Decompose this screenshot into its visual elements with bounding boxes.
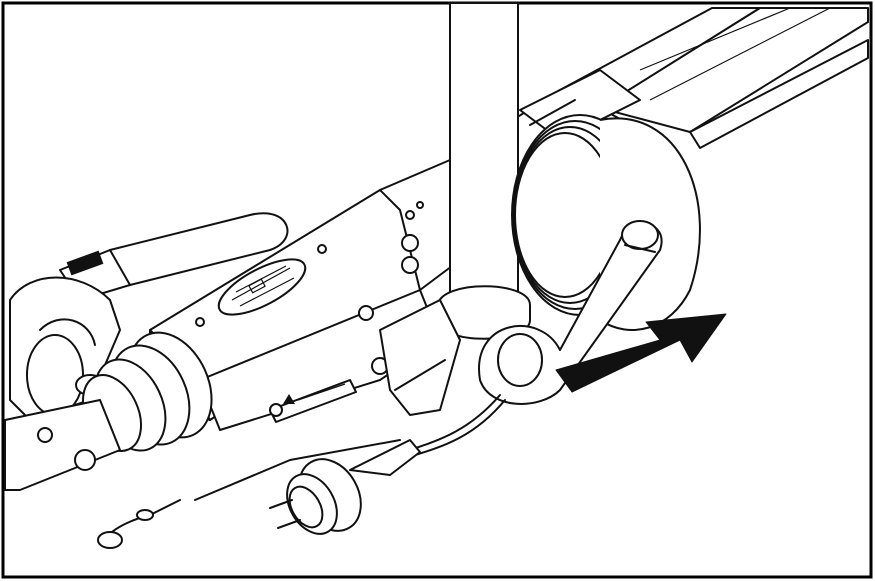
warning-label — [269, 379, 357, 423]
crank-arm — [478, 220, 663, 405]
power-plug — [269, 439, 421, 535]
coupling-handle — [59, 212, 289, 301]
bellows — [81, 331, 213, 452]
safety-cable — [97, 499, 181, 549]
mounting-bolts — [195, 201, 424, 375]
lower-bracket — [379, 299, 461, 416]
front-shaft — [4, 399, 121, 491]
direction-arrow — [555, 313, 727, 393]
vertical-post — [437, 2, 531, 340]
type-plate — [217, 258, 307, 316]
power-cable — [194, 394, 506, 501]
